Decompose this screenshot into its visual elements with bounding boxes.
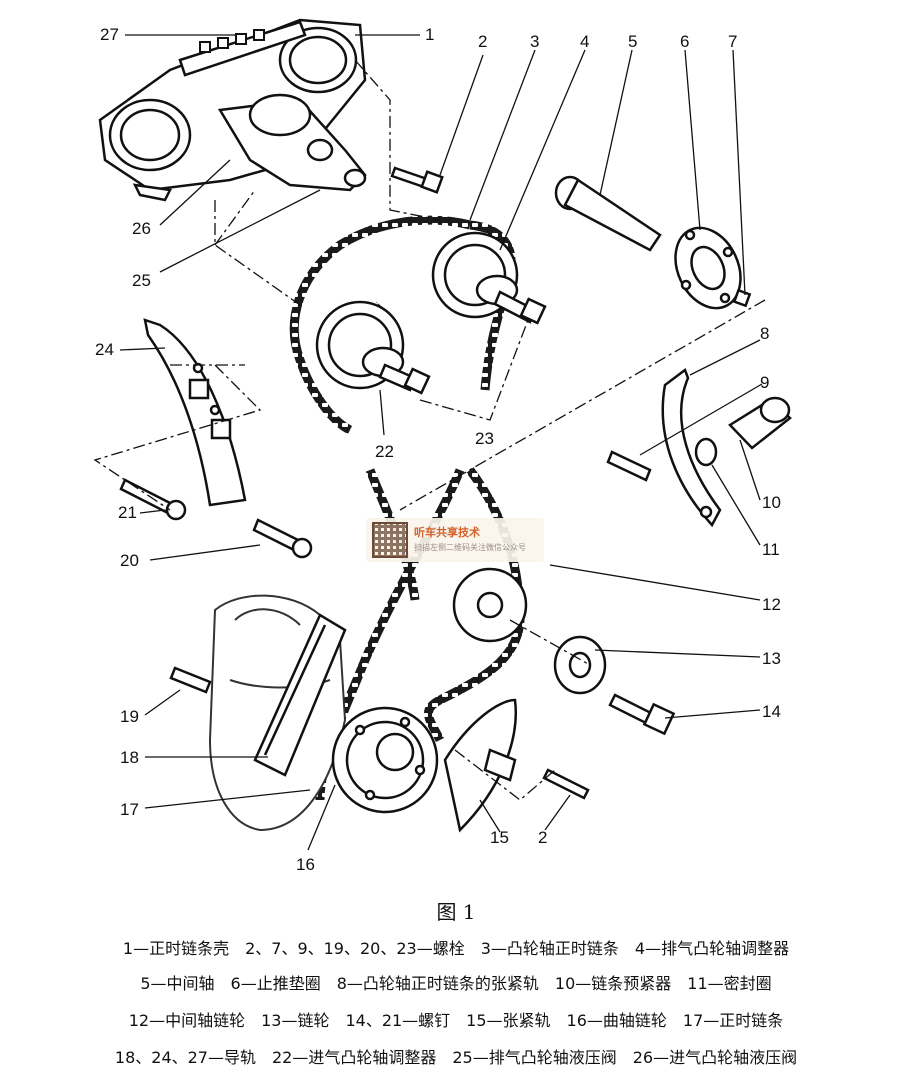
watermark-title: 听车共享技术 xyxy=(414,526,480,539)
callout-9: 9 xyxy=(760,373,770,392)
callout-11: 11 xyxy=(762,540,780,559)
callout-14: 14 xyxy=(762,702,781,721)
callout-16: 16 xyxy=(296,855,315,874)
callout-15: 15 xyxy=(490,828,509,847)
qr-code-icon xyxy=(372,522,408,558)
qr-code-frame xyxy=(372,522,408,558)
callout-8: 8 xyxy=(760,324,770,343)
watermark-badge: 听车共享技术 扫描左侧二维码关注微信公众号 xyxy=(366,518,544,562)
callout-2-upper: 2 xyxy=(478,32,488,51)
callout-21: 21 xyxy=(118,503,137,522)
callout-4: 4 xyxy=(580,32,590,51)
guide-rail-18 xyxy=(253,613,347,777)
callout-18: 18 xyxy=(120,748,139,767)
callout-13: 13 xyxy=(762,649,781,668)
callout-20: 20 xyxy=(120,551,139,570)
intake-camshaft-adjuster xyxy=(315,300,431,395)
callout-7: 7 xyxy=(728,32,738,51)
callout-27: 27 xyxy=(100,25,119,44)
crankshaft-sprocket xyxy=(331,706,439,814)
screw-21 xyxy=(119,478,187,521)
sprocket-13 xyxy=(553,635,607,695)
timing-chain-housing xyxy=(98,18,367,202)
callout-6: 6 xyxy=(680,32,690,51)
intermediate-shaft-sprocket xyxy=(452,567,528,643)
callout-23: 23 xyxy=(475,429,494,448)
legend-line: 1—正时链条壳 2、7、9、19、20、23—螺栓 3—凸轮轴正时链条 4—排气… xyxy=(122,939,790,958)
intermediate-shaft xyxy=(554,175,742,310)
screw-14 xyxy=(608,693,676,736)
callout-10: 10 xyxy=(762,493,781,512)
chain-preloader xyxy=(728,396,792,450)
bolt-9 xyxy=(606,450,652,482)
bolt-7 xyxy=(732,288,752,308)
tensioner-rail-15 xyxy=(443,698,517,833)
callout-12: 12 xyxy=(762,595,781,614)
bolt-2-lower xyxy=(542,768,590,800)
callout-1: 1 xyxy=(425,25,435,44)
legend-line: 12—中间轴链轮 13—链轮 14、21—螺钉 15—张紧轨 16—曲轴链轮 1… xyxy=(128,1011,784,1030)
leader-lines xyxy=(119,34,763,851)
bolt-20 xyxy=(252,518,313,559)
callout-2-lower: 2 xyxy=(538,828,548,847)
callout-3: 3 xyxy=(530,32,540,51)
bolt-2-upper xyxy=(390,166,444,194)
seal-ring xyxy=(694,437,718,467)
watermark-subtitle: 扫描左侧二维码关注微信公众号 xyxy=(414,543,526,552)
leader-lines-dashed xyxy=(93,59,766,801)
bolt-19 xyxy=(169,666,212,694)
figure-caption: 图 1 xyxy=(436,900,476,924)
callout-26: 26 xyxy=(132,219,151,238)
legend-line: 5—中间轴 6—止推垫圈 8—凸轮轴正时链条的张紧轨 10—链条预紧器 11—密… xyxy=(140,974,772,993)
callout-17: 17 xyxy=(120,800,139,819)
guide-rail-24 xyxy=(143,318,247,507)
callout-24: 24 xyxy=(95,340,114,359)
callout-19: 19 xyxy=(120,707,139,726)
timing-chain-exploded-diagram xyxy=(93,18,792,851)
tensioner-rail-camshaft-chain xyxy=(661,367,722,528)
callout-25: 25 xyxy=(132,271,151,290)
legend-line: 18、24、27—导轨 22—进气凸轮轴调整器 25—排气凸轮轴液压阀 26—进… xyxy=(114,1048,798,1067)
callout-22: 22 xyxy=(375,442,394,461)
exhaust-camshaft-adjuster xyxy=(431,231,547,325)
callout-5: 5 xyxy=(628,32,638,51)
